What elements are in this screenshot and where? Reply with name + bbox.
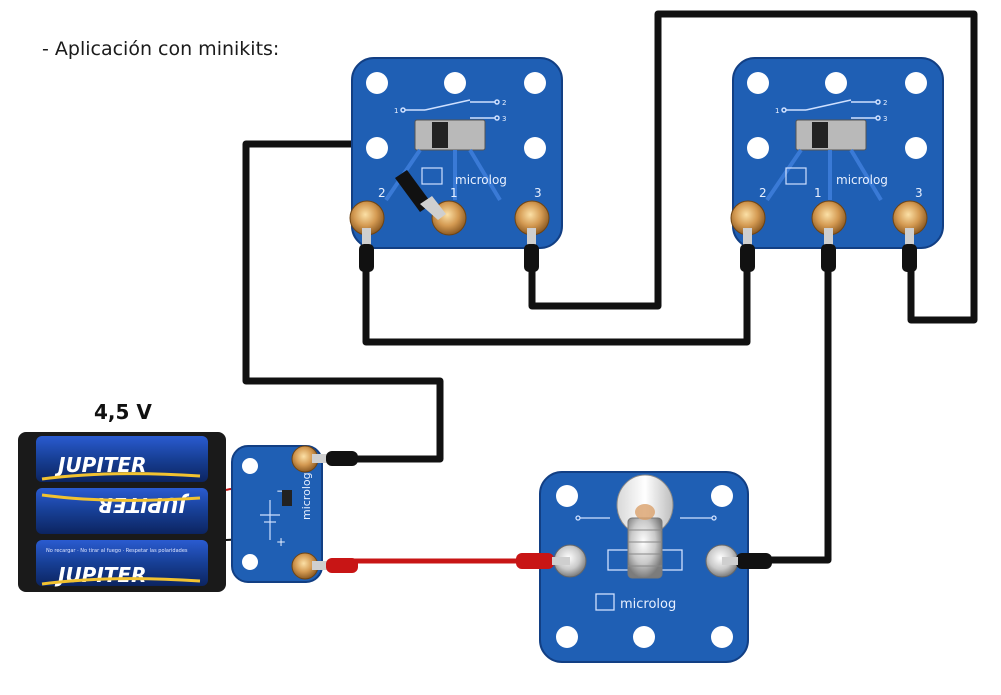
brand-label: microlog (836, 173, 888, 187)
mount-hole (366, 72, 388, 94)
battery-brand: JUPITER (54, 563, 147, 587)
schematic-label: 1 (775, 107, 779, 115)
voltage-label: 4,5 V (94, 400, 152, 424)
battery-module: + − microlog (231, 445, 358, 583)
wire-switch1-t3-to-switch2-t3 (528, 10, 978, 324)
terminal-label-1: 1 (814, 186, 822, 200)
mount-hole (242, 458, 258, 474)
terminal-label-2: 2 (759, 186, 767, 200)
mount-hole (524, 137, 546, 159)
plug-black[interactable] (524, 228, 539, 272)
terminal-label-3: 3 (915, 186, 923, 200)
battery-cell: JUPITER (36, 436, 208, 482)
plug-black[interactable] (740, 228, 755, 272)
brand-label: microlog (455, 173, 507, 187)
schematic-label: 2 (502, 99, 506, 107)
switch-module-2[interactable]: 1 2 3 microlog 2 1 3 (730, 57, 944, 272)
mount-hole (242, 554, 258, 570)
page-heading: - Aplicación con minikits: (42, 38, 280, 60)
plug-black[interactable] (312, 451, 358, 466)
mount-hole (747, 72, 769, 94)
lamp-module: microlog (516, 471, 772, 663)
plug-black[interactable] (902, 228, 917, 272)
plug-black[interactable] (821, 228, 836, 272)
slide-switch[interactable] (795, 119, 867, 151)
mount-hole (711, 626, 733, 648)
slide-switch[interactable] (414, 119, 486, 151)
mount-hole (633, 626, 655, 648)
switch-schematic (781, 99, 881, 121)
plug-red[interactable] (312, 558, 358, 573)
plus-sign: + (276, 535, 286, 549)
switch-schematic (400, 99, 500, 121)
light-bulb (616, 474, 674, 579)
wire-switch1-t2-to-switch2-t2 (362, 260, 751, 346)
plug-black[interactable] (395, 170, 446, 220)
terminal-label-2: 2 (378, 186, 386, 200)
mount-hole (366, 137, 388, 159)
mount-hole (556, 485, 578, 507)
plug-red[interactable] (516, 553, 570, 569)
schematic-label: 2 (883, 99, 887, 107)
brand-label: microlog (620, 597, 676, 612)
battery-cell: JUPITER (36, 488, 208, 534)
minus-sign: − (276, 484, 286, 498)
schematic-label: 3 (883, 115, 887, 123)
schematic-label: 1 (394, 107, 398, 115)
mount-hole (747, 137, 769, 159)
battery-cell: No recargar · No tirar al fuego · Respet… (36, 540, 208, 587)
mount-hole (825, 72, 847, 94)
mount-hole (905, 72, 927, 94)
plug-black[interactable] (359, 228, 374, 272)
battery-symbol (260, 500, 280, 540)
brand-label: microlog (300, 472, 313, 520)
mount-hole (444, 72, 466, 94)
switch-module-1[interactable]: 1 2 3 microlog 2 1 3 (349, 57, 563, 272)
terminal-label-1: 1 (450, 186, 458, 200)
battery-pack: JUPITER JUPITER No recargar · No tirar a… (18, 432, 253, 592)
battery-brand: JUPITER (98, 493, 191, 517)
plug-black[interactable] (722, 553, 772, 569)
mount-hole (524, 72, 546, 94)
mount-hole (556, 626, 578, 648)
schematic-label: 3 (502, 115, 506, 123)
mount-hole (711, 485, 733, 507)
terminal-label-3: 3 (534, 186, 542, 200)
battery-small-print: No recargar · No tirar al fuego · Respet… (46, 548, 188, 554)
wire-switch2-common-to-lamp (770, 260, 832, 564)
mount-hole (905, 137, 927, 159)
